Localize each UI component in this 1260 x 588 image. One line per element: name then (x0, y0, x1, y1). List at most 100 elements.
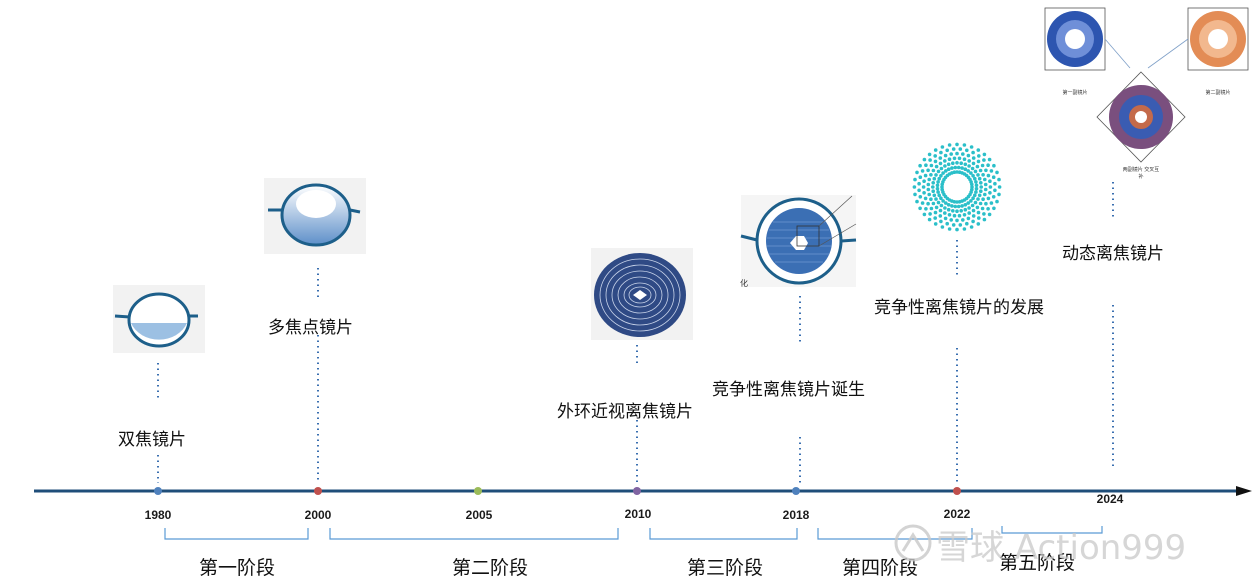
ring-dot (940, 185, 944, 189)
ring-dot (923, 196, 928, 201)
ring-dot (931, 185, 935, 189)
ring-dot (997, 185, 1002, 189)
ring-dot (931, 189, 935, 193)
ring-dot (962, 227, 967, 231)
ring-dot (918, 206, 922, 211)
ring-dot (922, 212, 927, 217)
ring-dot (971, 196, 975, 200)
ring-dot (986, 163, 990, 167)
ring-dot (980, 163, 985, 168)
ring-dot (973, 176, 977, 181)
ring-dot (938, 156, 943, 160)
ring-dot (969, 225, 974, 229)
stage-5: 第五阶段 (998, 552, 1076, 574)
ring-dot (970, 182, 974, 187)
ring-dot (983, 192, 987, 197)
ring-dot (931, 181, 935, 185)
ring-dot (988, 179, 992, 183)
ring-dot (970, 166, 975, 171)
ring-dot (929, 163, 934, 168)
ring-dot (947, 157, 952, 161)
ring-dot (936, 180, 940, 184)
ring-dot (918, 175, 923, 179)
ring-dot (952, 170, 957, 174)
watermark-text: 雪球 Action999 (936, 528, 1187, 568)
ring-dot (969, 145, 974, 149)
ring-dot (936, 169, 941, 174)
ring-dot (977, 154, 981, 158)
ring-dot (971, 208, 976, 213)
ring-dot (922, 157, 927, 162)
ring-dot (934, 197, 938, 201)
ring-dot (926, 168, 930, 173)
ring-dot (929, 197, 933, 201)
ring-dot (967, 206, 971, 210)
ring-dot (917, 181, 921, 186)
ring-dot (974, 186, 979, 191)
label-peripheral-myopia-defocus-lens: 外环近视离焦镜片 (557, 402, 693, 422)
ring-dot (979, 181, 983, 185)
ring-dot (939, 219, 943, 224)
ring-dot (951, 223, 956, 227)
ring-dot (939, 203, 944, 208)
ring-dot (991, 195, 996, 199)
ring-dot (934, 205, 939, 210)
ring-dot (955, 151, 959, 156)
ring-dot (945, 221, 949, 226)
ring-dot (965, 148, 969, 153)
ring-dot (966, 169, 970, 173)
ring-dot (984, 201, 988, 206)
ring-dot (933, 222, 938, 226)
ring-dot (922, 179, 926, 183)
ring-dot (986, 207, 990, 211)
ring-dot (963, 203, 968, 207)
ring-dot (933, 216, 937, 220)
ring-dot (913, 177, 917, 182)
ring-dot (951, 147, 956, 151)
ring-dot (982, 158, 986, 162)
ring-dot (958, 223, 963, 227)
ring-dot (973, 200, 978, 205)
ring-dot (943, 216, 948, 221)
connectors (157, 182, 1114, 483)
ring-dot (977, 176, 982, 181)
ring-dot (976, 197, 980, 201)
label-bifocal-lens: 双焦镜片 (118, 430, 186, 450)
ring-dot (997, 192, 1001, 197)
ring-dot (933, 148, 938, 152)
ring-dot (970, 185, 974, 189)
ring-dot (920, 201, 925, 205)
ring-dot (939, 166, 944, 171)
ring-dot (973, 193, 977, 198)
ring-dot (934, 173, 938, 177)
peripheral-defocus-lens-image (591, 248, 693, 340)
caption-fragment: 化 (740, 279, 748, 288)
ring-dot (927, 217, 932, 222)
ring-dot (981, 197, 985, 201)
ring-dot (926, 182, 931, 187)
stage-3: 第三阶段 (686, 557, 764, 579)
ring-dot (961, 218, 965, 222)
ring-dot (946, 203, 951, 207)
ring-dot (975, 205, 980, 210)
ring-dot (931, 168, 936, 173)
ring-dot (928, 158, 932, 162)
ring-dot (923, 173, 928, 178)
stage-brackets (164, 526, 1103, 540)
year-dot-2022 (953, 487, 961, 495)
ring-dot (946, 207, 951, 212)
ring-dot (974, 180, 978, 184)
ring-dot (966, 201, 970, 205)
ring-dot (979, 185, 983, 189)
competitive-defocus-lens-image (740, 195, 857, 287)
ring-dot (969, 199, 973, 203)
ring-dot (947, 227, 952, 231)
ring-dot (950, 204, 954, 208)
ring-dot (933, 154, 937, 158)
ring-dot (957, 156, 962, 161)
ring-dot (962, 157, 967, 161)
ring-dot (989, 169, 994, 173)
ring-dot (993, 181, 997, 186)
ring-dot (982, 152, 987, 157)
